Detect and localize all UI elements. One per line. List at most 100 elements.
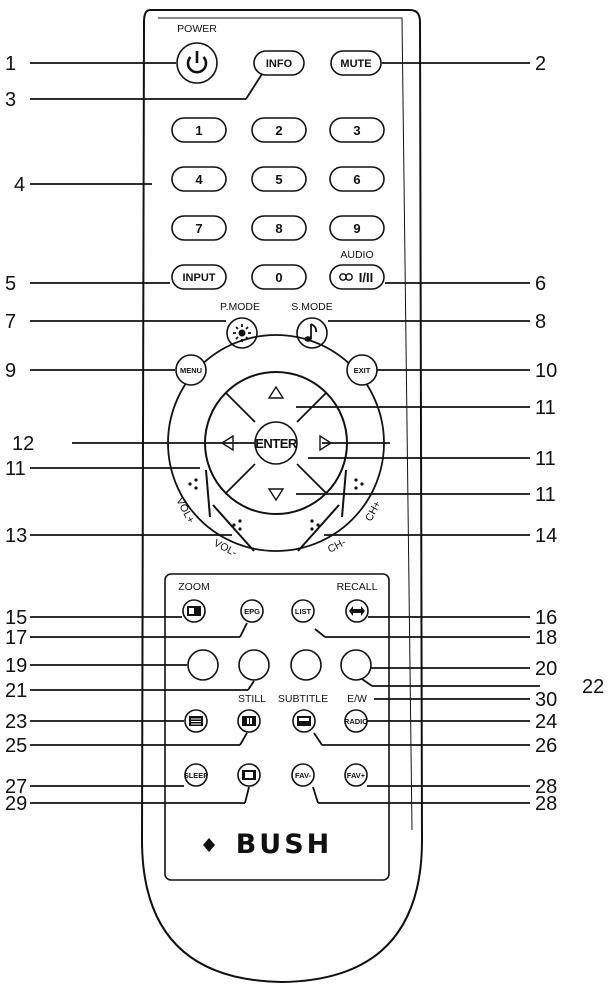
zoom-caption: ZOOM [178,581,210,593]
callout-label: 11 [535,484,556,506]
epg-button[interactable]: EPG [240,599,264,623]
menu-button[interactable]: MENU [175,354,207,386]
aspect-button[interactable] [237,763,261,787]
callout-label: 22 [582,676,604,698]
callout-label: 11 [535,448,556,470]
blue-color-button[interactable] [340,649,372,681]
pmode-caption: P.MODE [220,301,260,313]
red-color-button[interactable] [187,649,219,681]
callout-label: 18 [535,627,557,649]
svg-text:1: 1 [195,123,202,138]
callout-label: 26 [535,735,557,757]
input-button[interactable]: INPUT [171,264,227,290]
svg-text:BUSH: BUSH [236,829,333,860]
fav-plus-button[interactable]: FAV+ [344,763,368,787]
digit-button-6[interactable]: 6 [329,166,385,192]
info-button[interactable]: INFO [253,50,305,76]
subtitle-button[interactable] [292,709,316,733]
digit-button-0[interactable]: 0 [251,264,307,290]
still-button[interactable] [237,709,261,733]
callout-label: 19 [5,655,27,677]
brand-logo: BUSH [203,829,333,860]
smode-button[interactable] [296,317,328,349]
callout-label: 29 [5,793,27,815]
svg-text:VOL+: VOL+ [173,496,196,526]
remote-inner-edge [158,17,413,831]
callout-label: 10 [535,360,557,382]
dots-icon [188,478,198,490]
callout-label: 20 [535,658,557,680]
green-color-button[interactable] [238,649,270,681]
callout-label: 17 [5,627,27,649]
digit-button-1[interactable]: 1 [171,117,227,143]
callout-label: 8 [535,311,546,333]
exit-button[interactable]: EXIT [346,354,378,386]
enter-button[interactable]: ENTER [254,421,298,465]
callout-label: 25 [5,735,27,757]
svg-text:ENTER: ENTER [255,436,298,451]
yellow-color-button[interactable] [290,649,322,681]
hold-icon [242,716,256,726]
dpad-down[interactable] [267,488,285,502]
radio-button[interactable]: RADIO [344,709,368,733]
callout-label: 15 [5,607,27,629]
recall-button[interactable] [345,599,369,623]
svg-text:INFO: INFO [266,58,293,70]
fav-minus-button[interactable]: FAV- [291,763,315,787]
callout-label: 2 [535,53,546,75]
svg-text:9: 9 [353,221,360,236]
sun-icon [233,324,251,342]
svg-text:FAV+: FAV+ [347,771,366,780]
svg-text:6: 6 [353,172,360,187]
callout-label: 13 [5,525,27,547]
svg-text:LIST: LIST [295,607,312,616]
zoom-button[interactable] [182,599,206,623]
svg-text:EXIT: EXIT [354,366,371,375]
svg-text:RADIO: RADIO [344,717,368,726]
recall-caption: RECALL [337,581,378,593]
mute-button[interactable]: MUTE [330,50,382,76]
digit-button-3[interactable]: 3 [329,117,385,143]
callout-label: 11 [5,458,26,480]
power-caption: POWER [177,23,217,35]
callout-label: 16 [535,607,557,629]
svg-text:INPUT: INPUT [183,272,216,284]
digit-button-7[interactable]: 7 [171,215,227,241]
digit-button-4[interactable]: 4 [171,166,227,192]
callout-label: 5 [5,273,16,295]
triangle-down-icon [267,488,285,502]
callout-label: 14 [535,525,557,547]
callout-label: 30 [535,689,557,711]
digit-button-9[interactable]: 9 [329,215,385,241]
callout-label: 24 [535,711,557,733]
aspect-icon [242,770,256,780]
dots-icon [232,519,242,531]
digit-button-2[interactable]: 2 [251,117,307,143]
leader-lines [30,62,540,804]
svg-text:3: 3 [353,123,360,138]
svg-text:MUTE: MUTE [340,58,371,70]
audio-button[interactable]: I/II [329,264,385,290]
ch-plus-button[interactable]: CH+ [354,478,384,523]
smode-caption: S.MODE [291,301,332,313]
teletext-icon [189,716,203,726]
audio-caption: AUDIO [340,249,373,261]
callout-label: 28 [535,793,557,815]
dpad-up[interactable] [267,385,285,399]
svg-text:FAV-: FAV- [295,771,312,780]
sleep-button[interactable]: SLEEP [184,763,209,787]
list-button[interactable]: LIST [291,599,315,623]
digit-button-8[interactable]: 8 [251,215,307,241]
pmode-button[interactable] [226,317,258,349]
power-icon [186,51,208,74]
digit-button-5[interactable]: 5 [251,166,307,192]
screen-icon [187,606,201,616]
subtitle-caption: SUBTITLE [278,693,328,705]
teletext-button[interactable] [184,709,208,733]
callout-label: 3 [5,89,16,111]
dpad-right[interactable] [319,434,333,452]
power-button[interactable] [176,42,218,84]
svg-text:EPG: EPG [244,607,260,616]
svg-text:SLEEP: SLEEP [184,771,209,780]
callout-label: 7 [5,311,16,333]
